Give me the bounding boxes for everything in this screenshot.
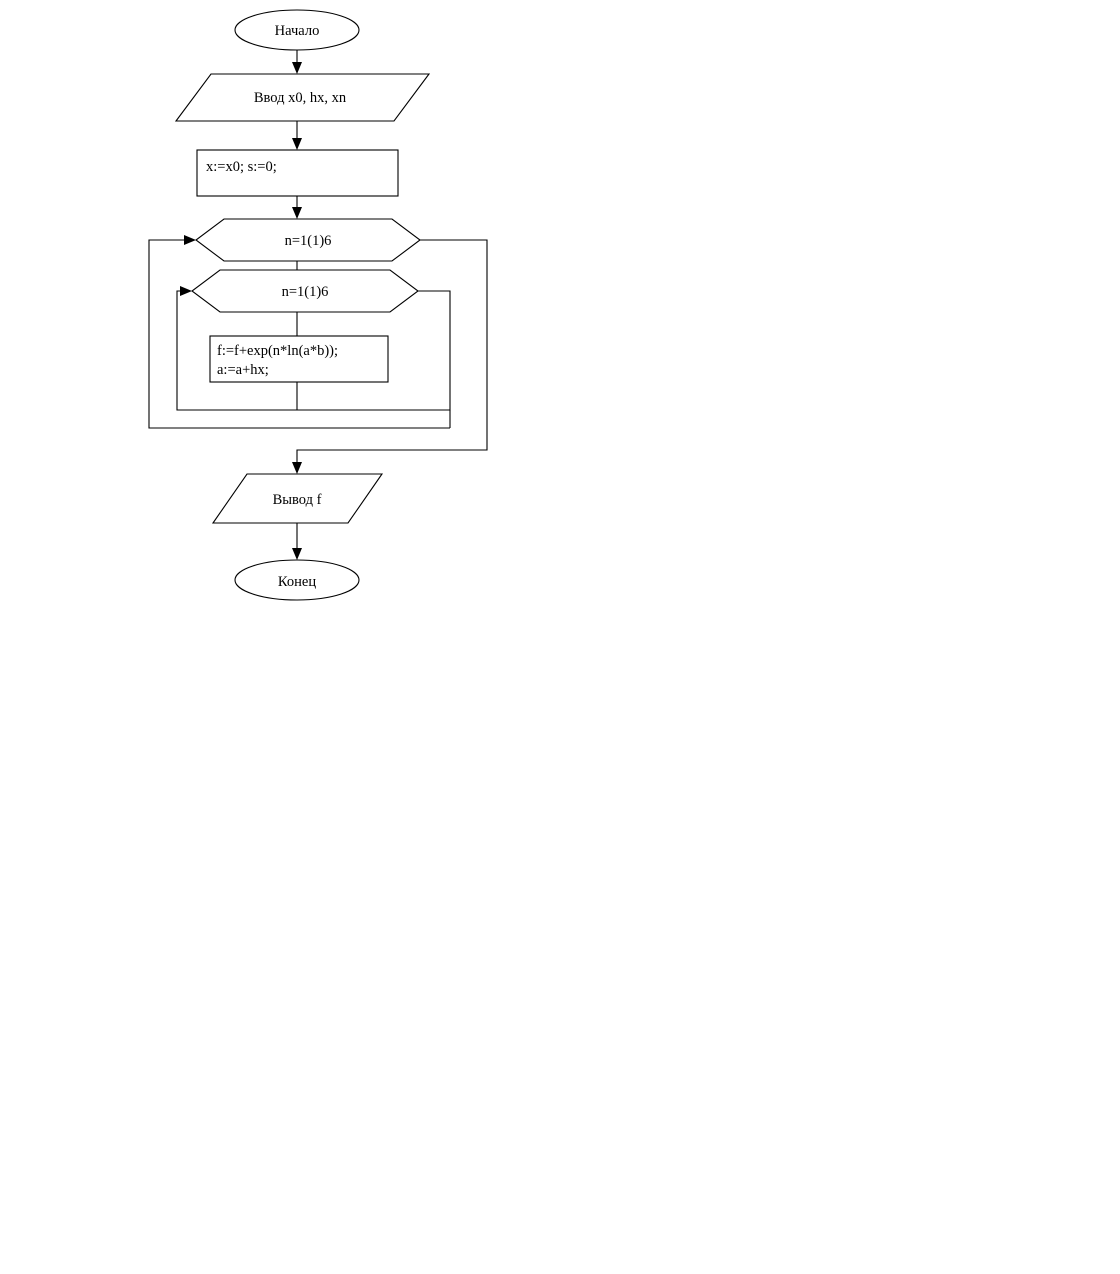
- node-outer-loop[interactable]: n=1(1)6: [195, 218, 421, 262]
- node-start[interactable]: Начало: [234, 9, 360, 51]
- end-ellipse-shape: [234, 559, 360, 601]
- inner-loop-label: n=1(1)6: [282, 284, 329, 300]
- edge-init-to-outer-loop: [292, 196, 302, 219]
- output-label: Вывод f: [273, 492, 322, 508]
- node-init[interactable]: x:=x0; s:=0;: [196, 149, 399, 197]
- edge-outer-loop-back: [148, 235, 450, 429]
- body-label-line2: a:=a+hx;: [217, 362, 269, 378]
- output-parallelogram-shape: [211, 473, 384, 524]
- input-parallelogram-shape: [174, 73, 431, 122]
- node-end[interactable]: Конец: [234, 559, 360, 601]
- edge-outer-loop-exit: [292, 239, 488, 474]
- edge-line: [177, 290, 451, 411]
- node-input[interactable]: Ввод x0, hx, xn: [174, 73, 431, 122]
- input-label: Ввод x0, hx, xn: [254, 90, 347, 106]
- edge-start-to-input: [292, 50, 302, 74]
- node-output[interactable]: Вывод f: [211, 473, 384, 524]
- arrow-head-icon: [184, 235, 196, 245]
- init-rect-shape: [196, 149, 399, 197]
- arrow-head-icon: [292, 207, 302, 219]
- start-label: Начало: [275, 23, 320, 39]
- edge-output-to-end: [292, 523, 302, 560]
- node-body[interactable]: f:=f+exp(n*ln(a*b)); a:=a+hx;: [209, 335, 389, 383]
- arrow-head-icon: [292, 62, 302, 74]
- outer-loop-label: n=1(1)6: [285, 233, 332, 249]
- arrow-head-icon: [292, 548, 302, 560]
- arrow-head-icon: [292, 138, 302, 150]
- body-rect-shape: [209, 335, 389, 383]
- arrow-head-icon: [180, 286, 192, 296]
- edge-input-to-init: [292, 121, 302, 150]
- edge-line: [148, 239, 450, 429]
- edge-inner-loop-exit: [177, 290, 451, 411]
- end-label: Конец: [278, 574, 316, 590]
- node-inner-loop[interactable]: n=1(1)6: [191, 269, 419, 313]
- init-label: x:=x0; s:=0;: [206, 159, 277, 175]
- body-label-line1: f:=f+exp(n*ln(a*b));: [217, 343, 338, 359]
- arrow-head-icon: [292, 462, 302, 474]
- edge-line: [296, 239, 488, 466]
